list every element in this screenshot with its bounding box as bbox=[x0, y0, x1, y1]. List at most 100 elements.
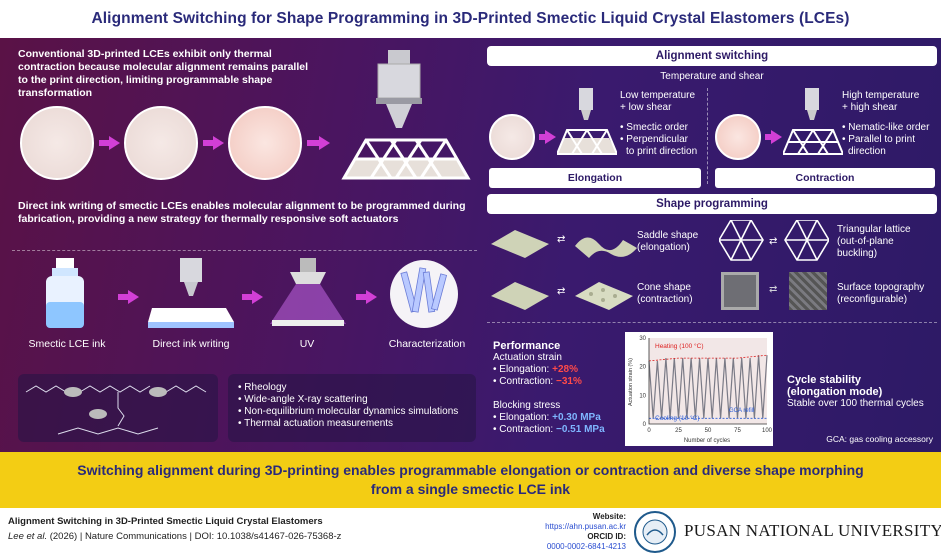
x-tick-label: 75 bbox=[734, 428, 741, 434]
method-item: • Thermal actuation measurements bbox=[238, 418, 394, 429]
footer: Alignment Switching in 3D-Printed Smecti… bbox=[0, 508, 941, 555]
cycle-subheading: (elongation mode) bbox=[787, 386, 883, 398]
flat-surface-icon bbox=[721, 272, 759, 310]
high-conditions: High temperature + high shear • Nematic-… bbox=[842, 90, 929, 158]
plot-area bbox=[649, 338, 767, 424]
cycle-heading: Cycle stability bbox=[787, 374, 861, 386]
molecular-alignment-circle bbox=[124, 106, 198, 180]
value: +28% bbox=[552, 364, 578, 375]
divider bbox=[707, 88, 708, 184]
low-bullet-3: to print direction bbox=[626, 146, 698, 157]
arrow-icon bbox=[545, 130, 556, 144]
step-label-ink: Smectic LCE ink bbox=[28, 338, 106, 350]
paper-title: Alignment Switching in 3D-Printed Smecti… bbox=[8, 516, 323, 527]
low-condition-2: + low shear bbox=[620, 102, 672, 113]
university-seal-logo bbox=[634, 511, 676, 553]
surface-topography-label: Surface topography (reconfigurable) bbox=[837, 282, 924, 306]
temperature-shear-label: Temperature and shear bbox=[660, 71, 764, 82]
saddle-label-2: (elongation) bbox=[637, 242, 690, 253]
strain-cycle-line bbox=[648, 355, 768, 419]
strain-contraction: • Contraction: −31% bbox=[493, 376, 605, 388]
y-axis-label: Actuation strain (%) bbox=[628, 358, 634, 406]
low-bullet-1: • Smectic order bbox=[620, 122, 688, 133]
authors: Lee et al. bbox=[8, 531, 48, 542]
left-panel: Conventional 3D-printed LCEs exhibit onl… bbox=[6, 44, 481, 446]
printer-nozzle-lattice-icon bbox=[341, 50, 471, 180]
arrow-shaft bbox=[99, 140, 109, 146]
value: −31% bbox=[555, 376, 582, 387]
value: −0.51 MPa bbox=[555, 424, 605, 435]
performance-heading: Performance bbox=[493, 340, 561, 352]
svg-text:⇄: ⇄ bbox=[769, 236, 777, 247]
divider bbox=[487, 322, 937, 323]
textured-surface-icon bbox=[789, 272, 827, 310]
surface-label-2: (reconfigurable) bbox=[837, 294, 908, 305]
low-conditions: Low temperature + low shear • Smectic or… bbox=[620, 90, 697, 158]
cone-label: Cone shape (contraction) bbox=[637, 282, 693, 306]
triangular-lattice-label: Triangular lattice (out-of-plane bucklin… bbox=[837, 224, 911, 260]
molecular-alignment-circle bbox=[20, 106, 94, 180]
orcid-link[interactable]: 0000-0002-6841-4213 bbox=[546, 542, 626, 551]
low-bullet-2: • Perpendicular bbox=[620, 134, 688, 145]
contraction-tag: Contraction bbox=[715, 168, 935, 188]
arrow-shaft bbox=[765, 134, 771, 140]
arrow-shaft bbox=[356, 294, 366, 300]
blocking-heading: Blocking stress bbox=[493, 400, 561, 411]
orcid-label: ORCID ID: bbox=[587, 532, 626, 541]
y-tick-label: 10 bbox=[639, 393, 646, 399]
molecular-alignment-circle bbox=[228, 106, 302, 180]
intro-text: Conventional 3D-printed LCEs exhibit onl… bbox=[18, 48, 309, 99]
contact-info: Website: https://ahn.pusan.ac.kr ORCID I… bbox=[530, 512, 626, 552]
arrow-icon bbox=[366, 290, 377, 304]
website-link[interactable]: https://ahn.pusan.ac.kr bbox=[545, 522, 626, 531]
y-tick-label: 30 bbox=[639, 336, 646, 342]
nematic-order-circle bbox=[715, 114, 761, 160]
direct-ink-text: Direct ink writing of smectic LCEs enabl… bbox=[18, 200, 466, 225]
y-tick-label: 20 bbox=[639, 365, 646, 371]
x-tick-label: 100 bbox=[762, 428, 773, 434]
main-panel: Conventional 3D-printed LCEs exhibit onl… bbox=[0, 38, 941, 452]
title-bar: Alignment Switching for Shape Programmin… bbox=[0, 0, 941, 38]
method-item: • Wide-angle X-ray scattering bbox=[238, 394, 368, 405]
step-label-characterization: Characterization bbox=[388, 338, 466, 350]
chart-axes bbox=[648, 338, 767, 425]
x-tick-label: 50 bbox=[705, 428, 712, 434]
x-tick-label: 25 bbox=[675, 428, 682, 434]
chemical-structure-diagram bbox=[25, 385, 207, 435]
cycle-desc: Stable over 100 thermal cycles bbox=[787, 398, 924, 409]
saddle-label: Saddle shape (elongation) bbox=[637, 230, 698, 254]
svg-text:⇄: ⇄ bbox=[557, 234, 565, 245]
website-label: Website: bbox=[592, 512, 626, 521]
right-panel: Alignment switching Temperature and shea… bbox=[487, 44, 937, 446]
x-tick-label: 0 bbox=[647, 428, 651, 434]
arrow-icon bbox=[128, 290, 139, 304]
saddle-label-1: Saddle shape bbox=[637, 230, 699, 241]
high-bullet-1: • Nematic-like order bbox=[842, 122, 930, 133]
tri-label-2: (out-of-plane bbox=[837, 236, 894, 247]
methods-list: • Rheology • Wide-angle X-ray scattering… bbox=[228, 374, 476, 442]
svg-text:⇄: ⇄ bbox=[557, 286, 565, 297]
shape-programming-header: Shape programming bbox=[487, 194, 937, 214]
highlight-band: Switching alignment during 3D-printing e… bbox=[0, 452, 941, 508]
arrow-shaft bbox=[307, 140, 319, 146]
blocking-elongation: • Elongation: +0.30 MPa bbox=[493, 412, 605, 424]
page-title: Alignment Switching for Shape Programmin… bbox=[91, 10, 850, 27]
high-condition-2: + high shear bbox=[842, 102, 898, 113]
tri-label-1: Triangular lattice bbox=[837, 224, 911, 235]
arrow-icon bbox=[319, 136, 330, 150]
performance-panel: Performance Actuation strain • Elongatio… bbox=[493, 340, 605, 436]
step-label-diw: Direct ink writing bbox=[152, 338, 230, 350]
label: • Elongation: bbox=[493, 364, 553, 375]
tri-label-3: buckling) bbox=[837, 248, 878, 259]
arrow-shaft bbox=[118, 294, 128, 300]
step-label-uv: UV bbox=[299, 338, 315, 350]
method-item: • Rheology bbox=[238, 382, 287, 393]
triangular-lattice-icon: ⇄ bbox=[719, 220, 829, 261]
arrow-icon bbox=[109, 136, 120, 150]
ink-bottle-icon bbox=[46, 258, 84, 328]
y-tick-label: 0 bbox=[643, 422, 647, 428]
value: +0.30 MPa bbox=[552, 412, 601, 423]
cone-label-2: (contraction) bbox=[637, 294, 693, 305]
citation: Lee et al. (2026) | Nature Communication… bbox=[8, 531, 341, 542]
